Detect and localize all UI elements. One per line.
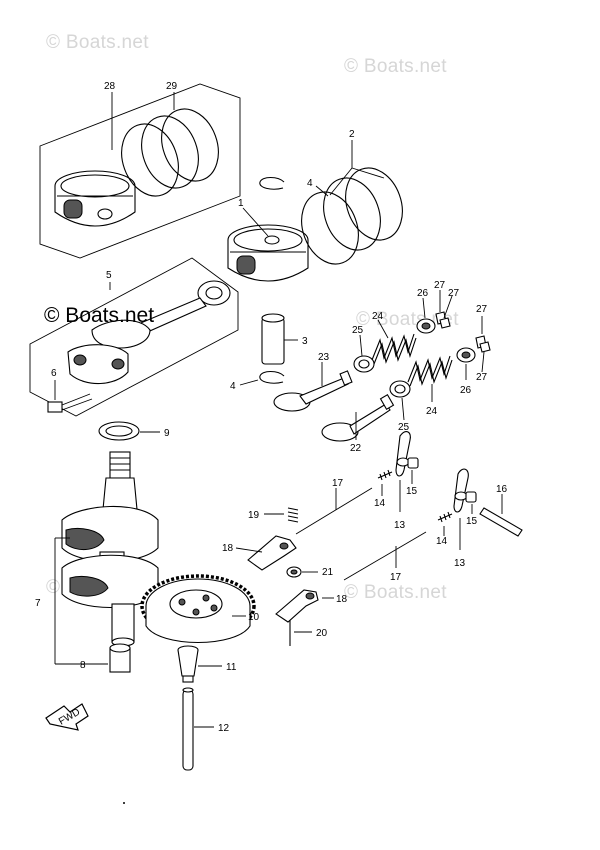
callout-22: 22 [350, 443, 362, 454]
valve-seat-top [416, 318, 436, 334]
callout-1: 1 [238, 198, 244, 209]
lever-lower [275, 589, 319, 623]
callout-20: 20 [316, 628, 328, 639]
callout-14-right: 14 [436, 536, 448, 547]
crankshaft-group: 9 7 8 [35, 421, 170, 673]
callout-16: 16 [496, 484, 508, 495]
lever-washer [286, 566, 302, 578]
tappet [177, 645, 199, 683]
valve-keeper-bottom [475, 335, 491, 353]
callout-6: 6 [51, 368, 57, 379]
circlip-bottom [259, 370, 285, 384]
rocker-arm-left [395, 431, 411, 477]
spring-retainer-top [353, 355, 375, 373]
rocker-group: 15 15 14 14 13 13 16 17 [222, 431, 523, 646]
piston-kit-piston [54, 170, 136, 227]
piston-group: 1 2 4 [227, 129, 403, 282]
callout-17-lower: 17 [390, 572, 402, 583]
rocker-spring [287, 507, 299, 523]
callout-12: 12 [218, 723, 230, 734]
callout-26-bottom: 26 [460, 385, 472, 396]
valve-keeper-top [435, 311, 451, 329]
watermark-bottom-right: © Boats.net [344, 582, 447, 603]
rocker-pivot-shaft-lower [343, 531, 427, 581]
callout-15-left: 15 [406, 486, 418, 497]
adjust-screw-right [437, 511, 453, 523]
lever-upper [247, 535, 297, 571]
adjust-screw-left [377, 469, 393, 481]
callout-26-top: 26 [417, 288, 429, 299]
callout-24-top: 24 [372, 311, 384, 322]
callout-2: 2 [349, 129, 355, 140]
rocker-shaft [479, 507, 523, 537]
callout-8: 8 [80, 660, 86, 671]
pushrod [182, 687, 194, 771]
con-rod-group: 5 6 [29, 257, 239, 417]
piston-kit-group: 28 29 [39, 81, 241, 259]
callout-25-top: 25 [352, 325, 364, 336]
callout-19: 19 [248, 510, 260, 521]
callout-18-upper: 18 [222, 543, 234, 554]
adjust-nut-right [465, 491, 477, 503]
callout-13-right: 13 [454, 558, 466, 569]
callout-10: 10 [248, 612, 260, 623]
callout-13-left: 13 [394, 520, 406, 531]
callout-4-bottom: 4 [230, 381, 236, 392]
callout-29: 29 [166, 81, 178, 92]
valve-spring-top [371, 333, 417, 365]
callout-3: 3 [302, 336, 308, 347]
piston-kit-rings [121, 108, 219, 197]
speck [123, 802, 125, 804]
cam-gear [140, 574, 256, 644]
watermark-prominent: © Boats.net [44, 304, 155, 327]
callout-27-top-a: 27 [434, 280, 446, 291]
rocker-arm-right [453, 468, 469, 513]
callout-5: 5 [106, 270, 112, 281]
callout-24-bottom: 24 [426, 406, 438, 417]
callout-17-upper: 17 [332, 478, 344, 489]
callout-23: 23 [318, 352, 330, 363]
thrust-washer [98, 421, 140, 441]
circlip-top [259, 176, 285, 190]
callout-11: 11 [226, 662, 237, 673]
callout-21: 21 [322, 567, 334, 578]
callout-28: 28 [104, 81, 116, 92]
callout-7: 7 [35, 598, 41, 609]
callout-27-bottom-a: 27 [476, 304, 488, 315]
watermark-top-left: © Boats.net [46, 32, 149, 53]
adjust-nut-left [407, 457, 419, 469]
valve-group: 23 22 25 25 24 [273, 280, 491, 454]
callout-27-top-b: 27 [448, 288, 460, 299]
spring-retainer-bottom [389, 380, 411, 398]
callout-14-left: 14 [374, 498, 386, 509]
callout-27-bottom-b: 27 [476, 372, 488, 383]
camshaft-group: 10 11 12 [140, 574, 260, 771]
watermark-top-right: © Boats.net [344, 56, 447, 77]
callout-15-right: 15 [466, 516, 478, 527]
crankshaft [61, 451, 159, 647]
valve-seat-bottom [456, 347, 476, 363]
callout-4-top: 4 [307, 178, 313, 189]
piston-rings [301, 167, 403, 265]
valve-intake [273, 370, 353, 412]
rocker-pivot-shaft-upper [295, 487, 373, 535]
callout-18-lower: 18 [336, 594, 348, 605]
valve-exhaust [321, 394, 395, 442]
piston [227, 224, 309, 282]
callout-25-bottom: 25 [398, 422, 410, 433]
con-rod-bolt [47, 393, 93, 413]
valve-spring-bottom [407, 355, 453, 387]
piston-pin-group: 3 4 [230, 313, 308, 392]
fwd-arrow-icon: FWD [45, 703, 89, 731]
callout-9: 9 [164, 428, 170, 439]
crank-bushing [109, 643, 131, 673]
